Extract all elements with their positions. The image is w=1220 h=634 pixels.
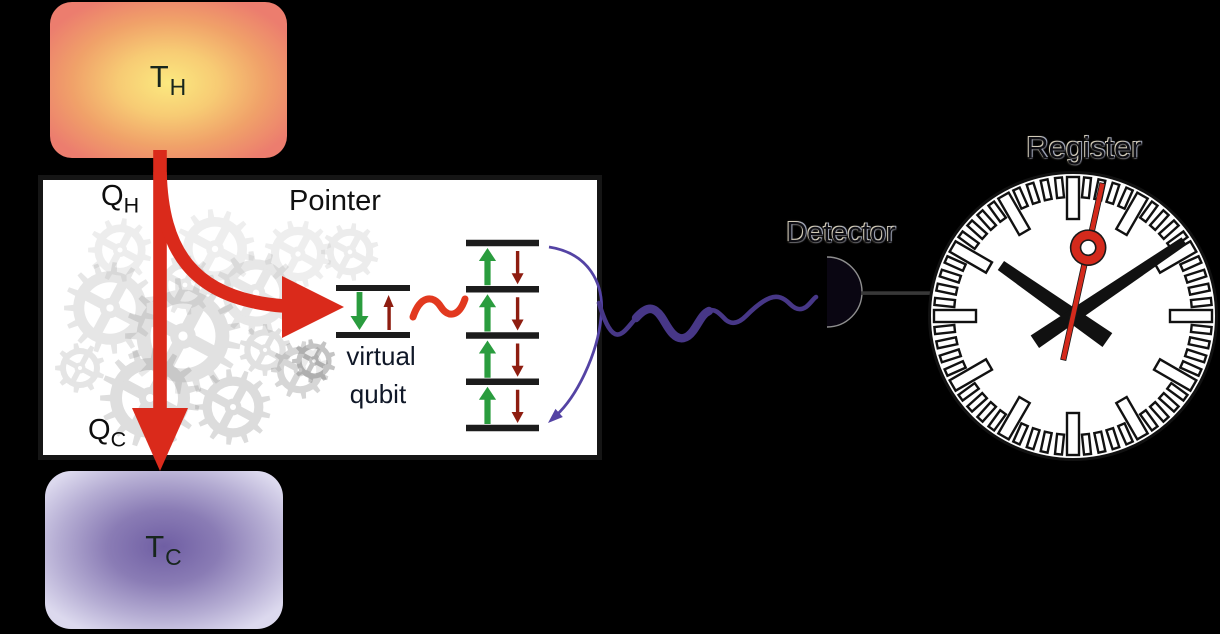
vq-up-arrow <box>387 305 391 330</box>
vq-down-arrow <box>356 292 363 318</box>
cold-bath-label: TC <box>145 529 183 570</box>
virtual-qubit-levels <box>336 285 410 338</box>
hour-hand <box>997 261 1113 348</box>
register-clock <box>928 171 1218 461</box>
cold-bath: TC <box>45 471 283 629</box>
heat-arrow-right-head <box>282 276 344 338</box>
heat-arrow-branch <box>153 171 285 313</box>
virtual-qubit-label-line2: qubit <box>349 379 407 409</box>
virtual-qubit-label-line1: virtual <box>346 341 416 371</box>
pointer-title: Pointer <box>289 185 381 217</box>
heat-flow-arrows <box>132 150 344 471</box>
energy-ladder <box>466 239 539 432</box>
hot-bath: TH <box>50 2 287 158</box>
detector-body <box>826 256 863 328</box>
register-label: Register <box>1026 130 1142 165</box>
emission-arrow <box>548 245 603 423</box>
photon-squiggle-icon <box>596 294 819 343</box>
connector-line <box>861 291 934 295</box>
hot-bath-label: TH <box>149 59 188 100</box>
clock-hands <box>997 182 1187 361</box>
heat-in-label: QH <box>101 180 140 218</box>
heat-out-label: QC <box>88 414 127 452</box>
second-hand <box>1060 182 1107 361</box>
coupling-tilde-icon <box>409 295 469 321</box>
gears-watermark-icon <box>55 209 379 448</box>
heat-arrow-down-head <box>132 408 188 471</box>
detector-label: Detector <box>786 217 896 249</box>
